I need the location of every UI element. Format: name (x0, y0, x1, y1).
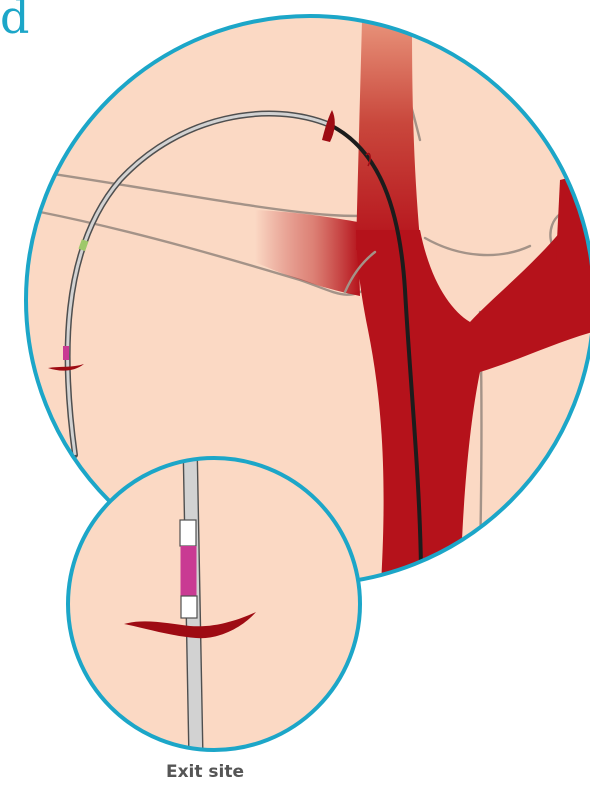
exit-site-caption: Exit site (120, 762, 290, 782)
exit-site-white-band-upper (180, 520, 196, 546)
exit-site-white-band-lower (181, 596, 197, 618)
catheter-cuff-pink (63, 346, 69, 360)
exit-site-cuff (181, 546, 197, 596)
internal-jugular-vein (356, 20, 420, 250)
panel-letter: d (0, 0, 29, 40)
right-vein-branch (556, 170, 590, 260)
